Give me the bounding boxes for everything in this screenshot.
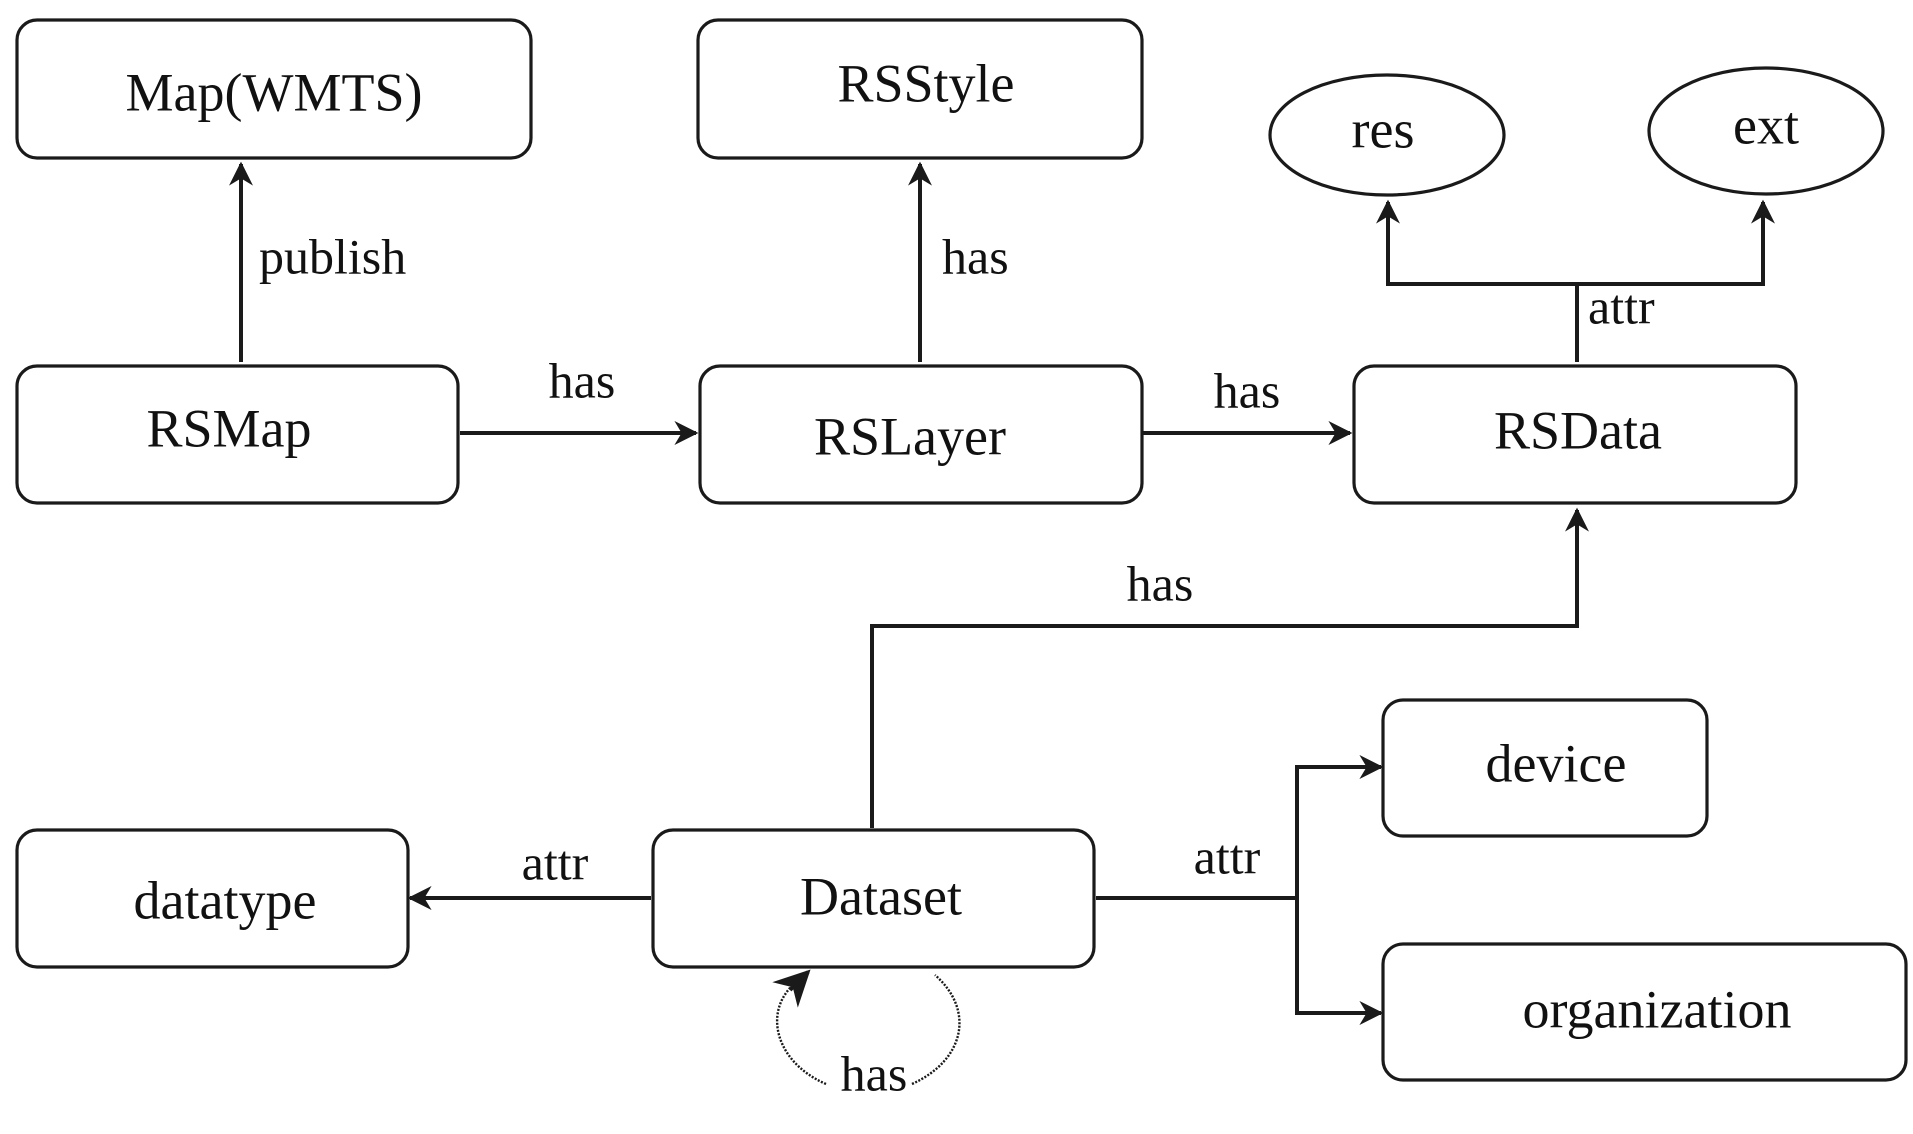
node-res-label: res: [1352, 99, 1415, 159]
edge-dataset-self-arrow: [772, 969, 811, 1008]
node-dataset-label: Dataset: [800, 866, 962, 926]
node-rsstyle: RSStyle: [696, 18, 1144, 160]
label-has-self: has: [841, 1045, 908, 1101]
edge-dataset-has-rsdata: [870, 507, 1589, 828]
node-device: device: [1381, 698, 1709, 838]
node-rsdata-label: RSData: [1494, 400, 1662, 460]
node-rsmap-label: RSMap: [146, 398, 311, 458]
label-attr-rsdata: attr: [1588, 278, 1655, 334]
label-has-rslayer: has: [549, 352, 616, 408]
node-map-wmts: Map(WMTS): [15, 18, 533, 160]
node-rslayer: RSLayer: [698, 364, 1144, 505]
label-publish: publish: [259, 228, 406, 284]
label-attr-datatype: attr: [522, 834, 589, 890]
node-ext-label: ext: [1733, 95, 1799, 155]
node-datatype-label: datatype: [134, 870, 317, 930]
node-ext: ext: [1647, 66, 1885, 196]
node-organization-label: organization: [1523, 979, 1792, 1039]
label-has-dataset-rsdata: has: [1127, 555, 1194, 611]
edges: [229, 161, 1775, 1086]
edge-labels: publish has attr has has has attr attr h…: [259, 228, 1655, 1101]
node-map-wmts-label: Map(WMTS): [126, 62, 423, 122]
node-dataset: Dataset: [651, 828, 1096, 969]
label-has-rsdata: has: [1214, 362, 1281, 418]
node-datatype: datatype: [15, 828, 410, 969]
node-rsdata: RSData: [1352, 364, 1798, 505]
node-rslayer-label: RSLayer: [814, 406, 1006, 466]
label-has-rsstyle: has: [942, 228, 1009, 284]
node-device-label: device: [1486, 733, 1627, 793]
node-rsstyle-label: RSStyle: [837, 53, 1014, 113]
label-attr-device-org: attr: [1194, 828, 1261, 884]
node-res: res: [1268, 73, 1506, 197]
node-organization: organization: [1381, 942, 1908, 1082]
node-rsmap: RSMap: [15, 364, 460, 505]
nodes: Map(WMTS) RSStyle res ext RSMap RSLayer …: [15, 18, 1908, 1082]
